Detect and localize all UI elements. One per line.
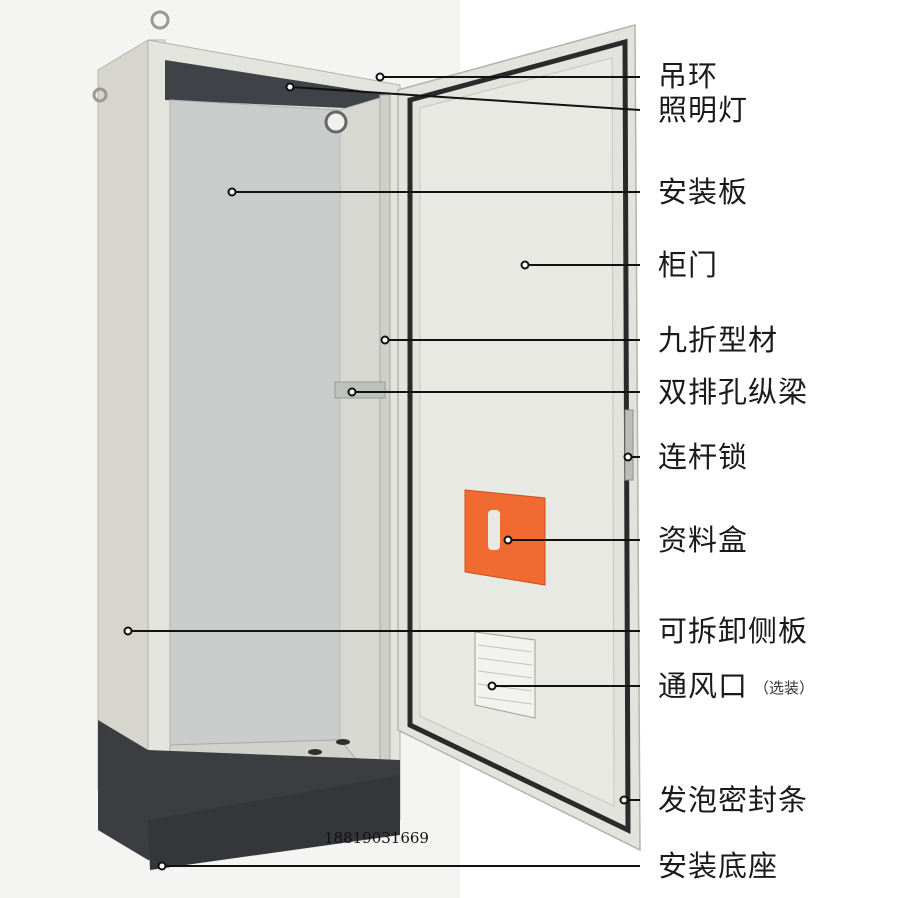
vent-grille [477,644,533,705]
leader-lighting-lamp [289,86,641,111]
lamp-shape [324,110,348,134]
label-mounting-plate: 安装板 [658,175,749,209]
label-double-hole-beam: 双排孔纵梁 [658,375,809,409]
label-nine-fold-profile: 九折型材 [658,323,779,357]
lifting-ring-shape-1 [150,10,170,30]
label-vent: 通风口 （选装） [658,672,814,701]
label-lighting-lamp: 照明灯 [658,93,749,127]
side-panel [97,39,149,821]
label-vent-text: 通风口 [658,669,749,703]
mounting-plate-shape [169,99,341,746]
leader-lines [128,76,641,867]
label-vent-note: （选装） [754,679,815,697]
phone-number: 18819031669 [324,829,429,847]
profile-column [379,94,391,801]
rod-lock-shape [624,409,634,481]
label-foam-gasket: 发泡密封条 [658,783,809,817]
label-document-box: 资料盒 [658,523,749,557]
gasket-shape [407,38,631,834]
label-mounting-base: 安装底座 [658,849,779,883]
label-cabinet-door: 柜门 [658,248,719,282]
leader-dots [123,72,633,871]
lifting-ring-shape-2 [92,87,108,103]
label-removable-side-panel: 可拆卸侧板 [658,614,809,648]
label-rod-lock: 连杆锁 [658,440,749,474]
beam-shape [334,381,386,399]
door-inner [419,57,615,807]
base-front [148,775,400,870]
document-box-slot [488,510,500,550]
label-lifting-ring: 吊环 [658,59,719,93]
interior-top [165,60,390,110]
